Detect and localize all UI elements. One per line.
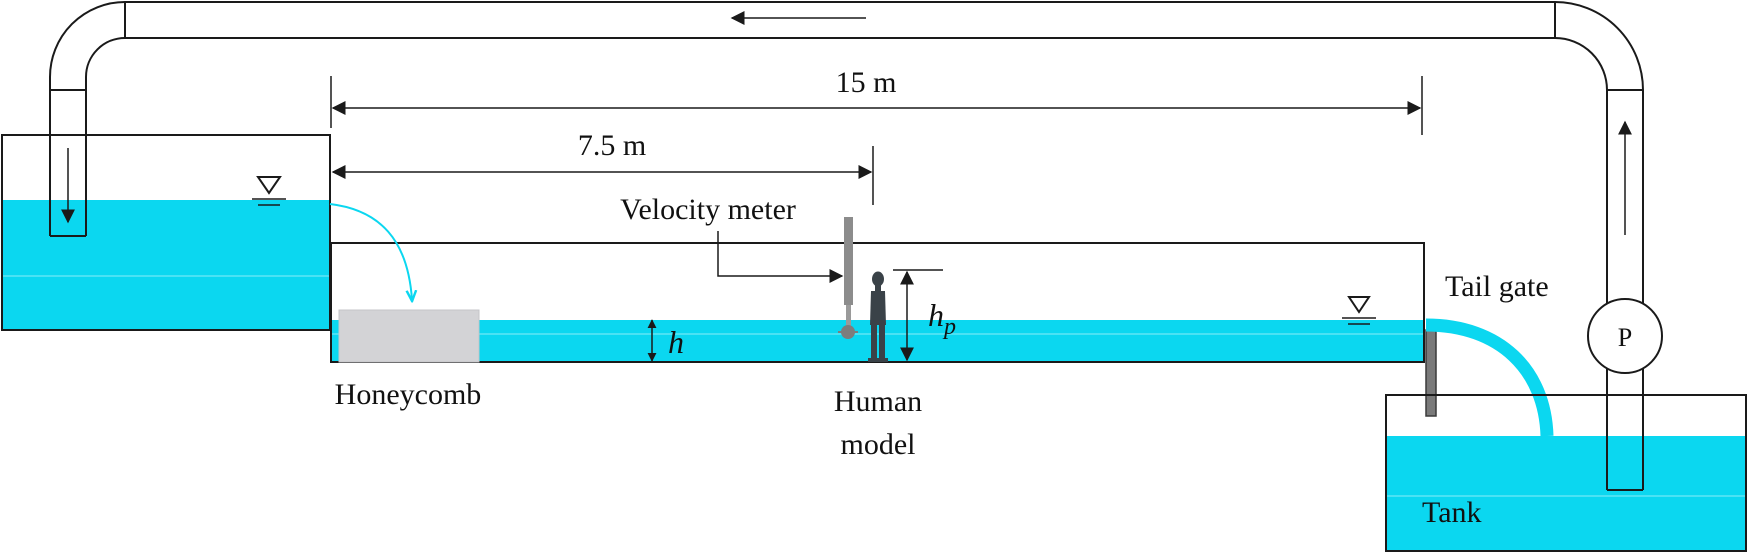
inverted-triangle-icon (1342, 296, 1376, 325)
tank-label: Tank (1422, 496, 1482, 529)
height-hp-label: hp (928, 297, 956, 340)
upstream-reservoir (1, 90, 331, 331)
downstream-tank (1385, 350, 1747, 552)
human-model-label-line2: model (841, 428, 916, 461)
length-half-label: 7.5 m (578, 129, 646, 162)
honeycomb-block (338, 309, 480, 363)
flume-channel (330, 242, 1425, 363)
dimension-lines (330, 76, 1423, 205)
tail-gate (1425, 329, 1437, 417)
height-hp-subscript: p (942, 314, 956, 340)
velocity-meter (838, 217, 858, 339)
tail-gate-label: Tail gate (1445, 270, 1549, 303)
honeycomb-label: Honeycomb (335, 378, 482, 411)
inverted-triangle-icon (252, 176, 286, 206)
height-hp-base: h (928, 297, 944, 333)
inflow-arrow (329, 203, 412, 300)
depth-dimensions (647, 269, 943, 362)
depth-h-label: h (668, 324, 684, 360)
channel-water (331, 320, 1424, 362)
velocity-meter-label: Velocity meter (620, 193, 796, 226)
human-model (868, 271, 888, 362)
tank-water (1386, 436, 1746, 551)
pump-symbol (1587, 298, 1663, 374)
length-full-label: 15 m (836, 66, 897, 99)
pump-label: P (1618, 323, 1632, 352)
velocity-meter-leader (717, 231, 844, 283)
human-model-label-line1: Human (834, 385, 922, 418)
outflow-jet (1425, 318, 1554, 437)
